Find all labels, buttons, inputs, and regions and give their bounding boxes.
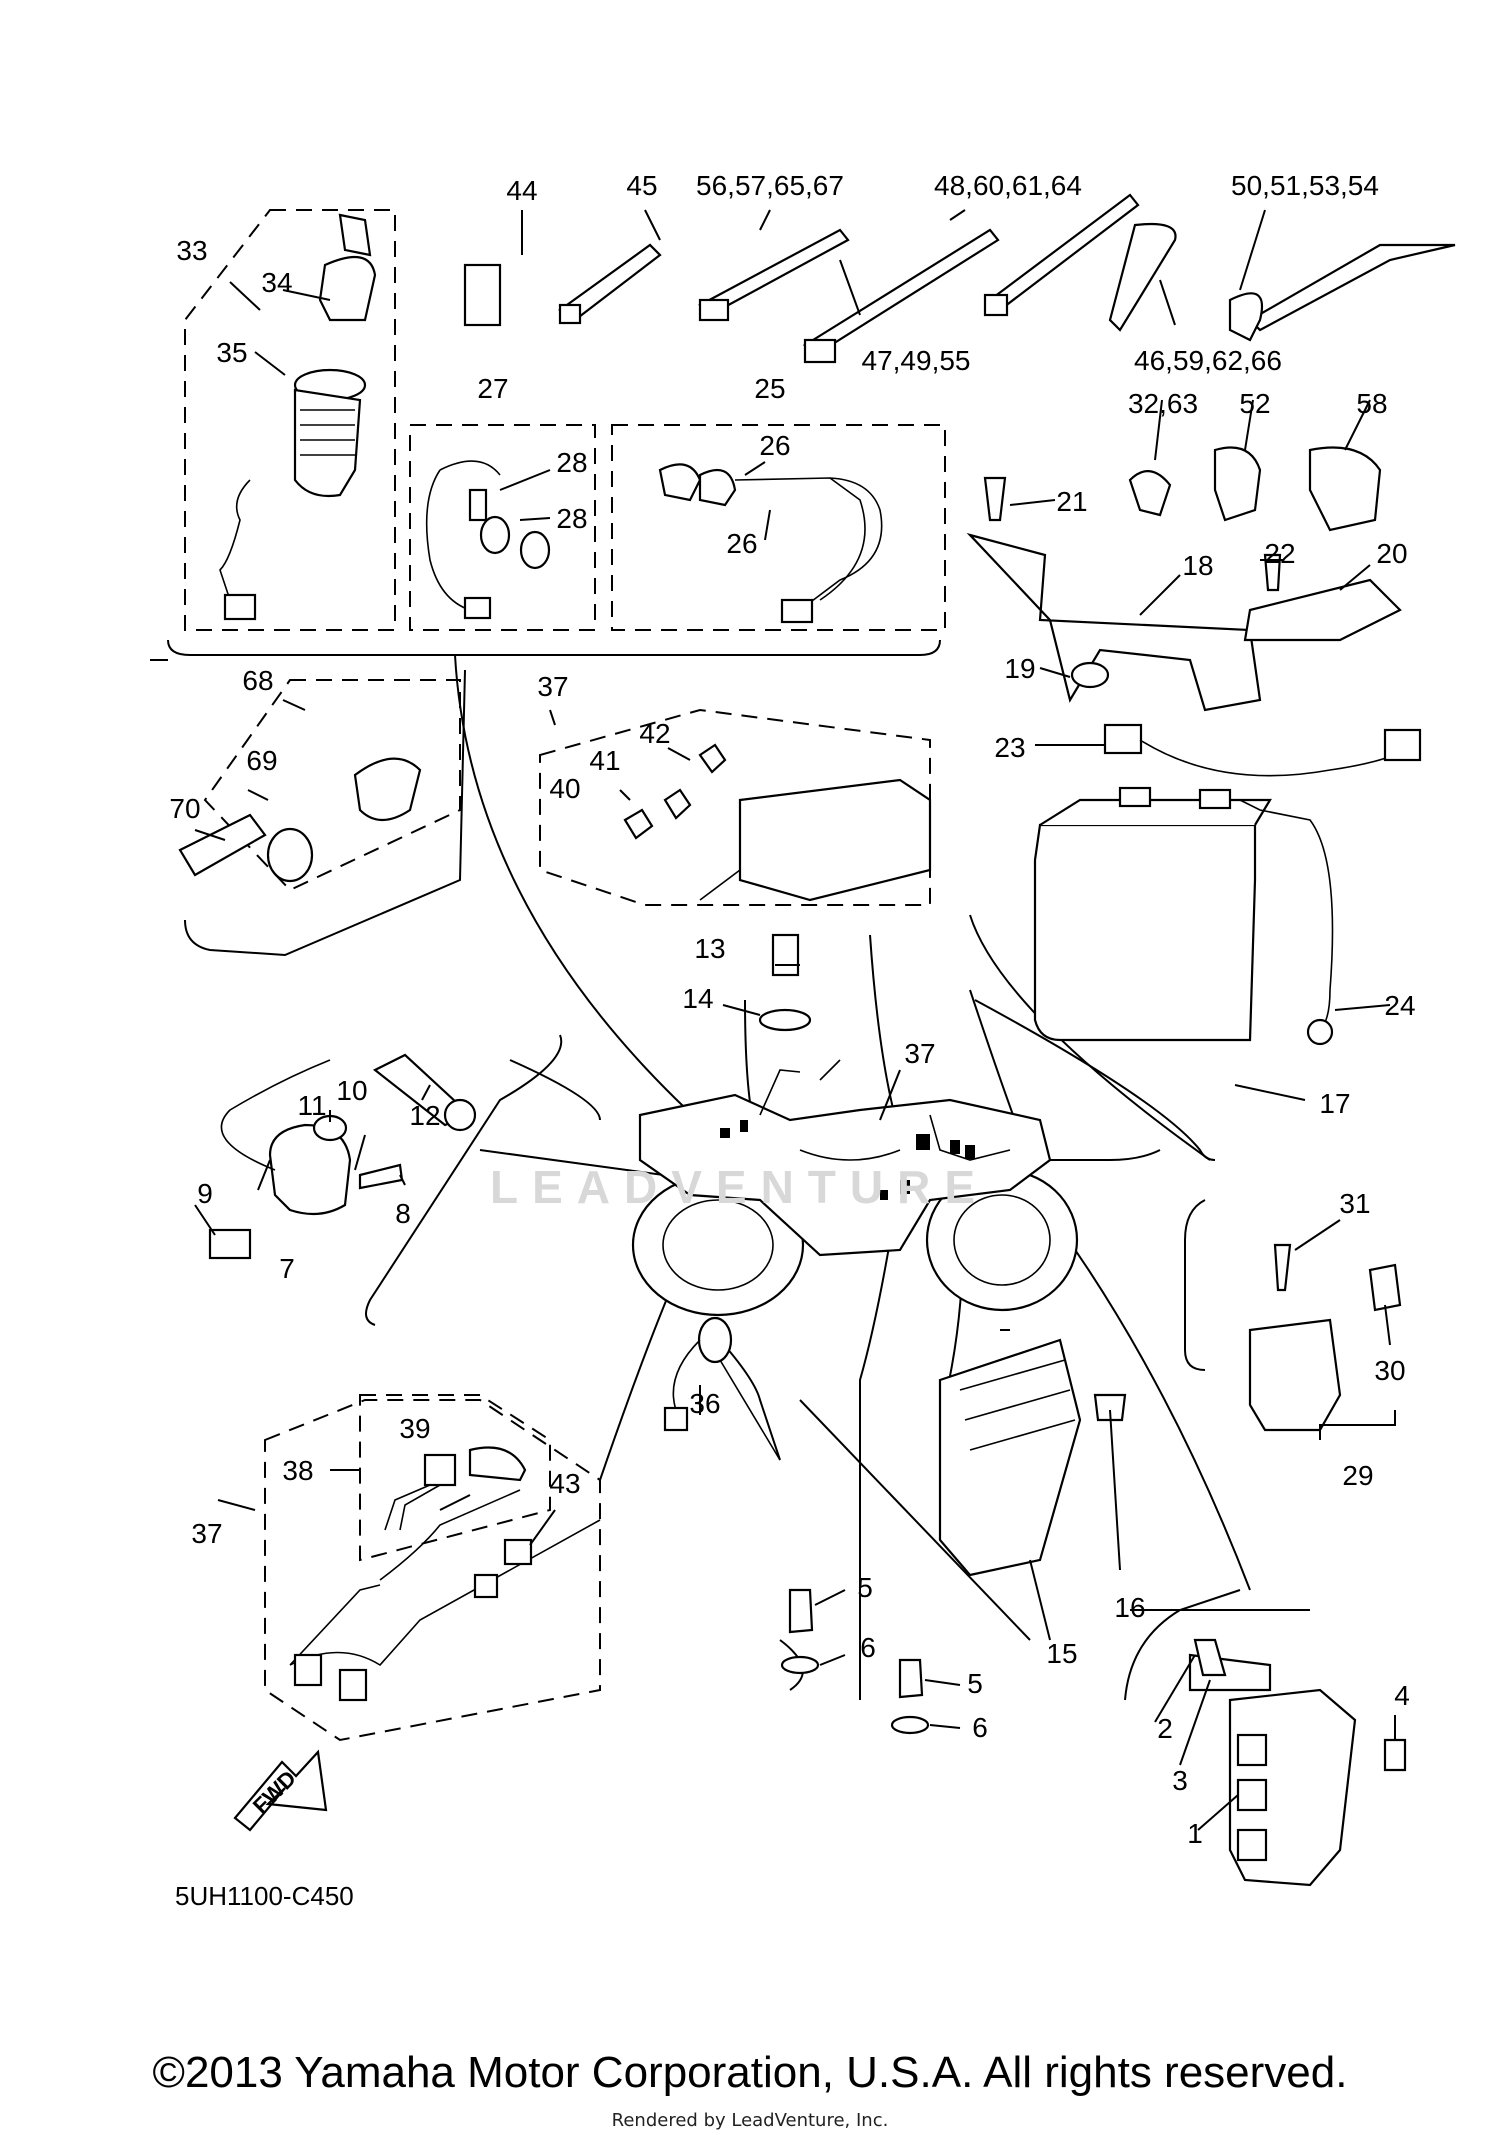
callout-37-b: 37 <box>904 1038 935 1069</box>
fwd-arrow: FWD <box>233 1749 328 1832</box>
callout-13: 13 <box>694 933 725 964</box>
callout-15: 15 <box>1046 1638 1077 1669</box>
callout-38: 38 <box>282 1455 313 1486</box>
rendered-by-credit: Rendered by LeadVenture, Inc. <box>611 2110 889 2131</box>
callout-7: 7 <box>279 1253 295 1284</box>
callout-46-59-62-66: 46,59,62,66 <box>1134 345 1282 376</box>
wire-lead-25 <box>658 463 883 624</box>
callout-56-57-65-67: 56,57,65,67 <box>696 170 844 201</box>
callout-20: 20 <box>1376 538 1407 569</box>
thermo-switch <box>758 933 812 1032</box>
callout-47-49-55: 47,49,55 <box>862 345 971 376</box>
callout-28-b: 28 <box>556 503 587 534</box>
callout-11: 11 <box>297 1090 326 1121</box>
callout-26-b: 26 <box>726 528 757 559</box>
callout-16: 16 <box>1114 1592 1145 1623</box>
callout-36: 36 <box>689 1388 720 1419</box>
callout-5-a: 5 <box>857 1572 873 1603</box>
callout-8: 8 <box>395 1198 411 1229</box>
callout-70: 70 <box>169 793 200 824</box>
callout-37-c: 37 <box>191 1518 222 1549</box>
callout-39: 39 <box>399 1413 430 1444</box>
label-leaders <box>150 209 1396 1831</box>
starter-relay <box>1248 1243 1402 1432</box>
callout-18: 18 <box>1182 550 1213 581</box>
battery-bracket <box>966 476 1402 712</box>
callout-44: 44 <box>506 175 537 206</box>
callout-52: 52 <box>1239 388 1270 419</box>
callout-9: 9 <box>197 1178 213 1209</box>
callout-35: 35 <box>216 337 247 368</box>
group-outlines <box>184 209 946 1742</box>
callout-6-b: 6 <box>972 1712 988 1743</box>
callout-4: 4 <box>1394 1680 1410 1711</box>
callout-22: 22 <box>1264 538 1295 569</box>
rectifier-regulator <box>938 1338 1127 1577</box>
callout-24: 24 <box>1384 990 1415 1021</box>
callout-1: 1 <box>1187 1818 1203 1849</box>
callout-58: 58 <box>1356 388 1387 419</box>
callout-29: 29 <box>1342 1460 1373 1491</box>
battery <box>1033 723 1422 1046</box>
diagram-code: 5UH1100-C450 <box>175 1881 354 1911</box>
sub-lead-27 <box>425 460 551 620</box>
callout-30: 30 <box>1374 1355 1405 1386</box>
callout-10: 10 <box>336 1075 367 1106</box>
callout-6-a: 6 <box>860 1632 876 1663</box>
ignition-coil <box>208 1053 477 1260</box>
callout-5-b: 5 <box>967 1668 983 1699</box>
callout-28-a: 28 <box>556 447 587 478</box>
callout-25: 25 <box>754 373 785 404</box>
callout-45: 45 <box>626 170 657 201</box>
clamps <box>1128 446 1382 532</box>
callout-23: 23 <box>994 732 1025 763</box>
callout-40: 40 <box>549 773 580 804</box>
callout-42: 42 <box>639 718 670 749</box>
callout-26-a: 26 <box>759 430 790 461</box>
cable-ties <box>463 193 1456 364</box>
neutral-switch <box>663 1316 781 1461</box>
callout-37-a: 37 <box>537 671 568 702</box>
callout-12: 12 <box>409 1100 440 1131</box>
bolts <box>780 1588 930 1735</box>
accessory-socket <box>178 757 422 883</box>
ecu-unit <box>1188 1638 1407 1887</box>
callout-33: 33 <box>176 235 207 266</box>
watermark: LEADVENTURE <box>490 1161 990 1213</box>
callout-19: 19 <box>1004 653 1035 684</box>
callout-68: 68 <box>242 665 273 696</box>
callout-31: 31 <box>1339 1188 1370 1219</box>
fuse-box <box>623 743 932 902</box>
wire-harness-lower <box>289 1446 601 1702</box>
callout-32-63: 32,63 <box>1128 388 1198 419</box>
callout-3: 3 <box>1172 1765 1188 1796</box>
callout-17: 17 <box>1319 1088 1350 1119</box>
callout-27: 27 <box>477 373 508 404</box>
callout-labels: 44 45 56,57,65,67 48,60,61,64 50,51,53,5… <box>169 170 1415 1849</box>
atv-illustration <box>631 1059 1079 1317</box>
callout-50-51-53-54: 50,51,53,54 <box>1231 170 1379 201</box>
callout-41: 41 <box>589 745 620 776</box>
callout-48-60-61-64: 48,60,61,64 <box>934 170 1082 201</box>
callout-21: 21 <box>1056 486 1087 517</box>
callout-69: 69 <box>246 745 277 776</box>
main-switch-assembly <box>219 213 377 621</box>
copyright-notice: ©2013 Yamaha Motor Corporation, U.S.A. A… <box>152 2048 1348 2097</box>
callout-43: 43 <box>549 1468 580 1499</box>
callout-34: 34 <box>261 267 292 298</box>
callout-2: 2 <box>1157 1713 1173 1744</box>
callout-14: 14 <box>682 983 713 1014</box>
